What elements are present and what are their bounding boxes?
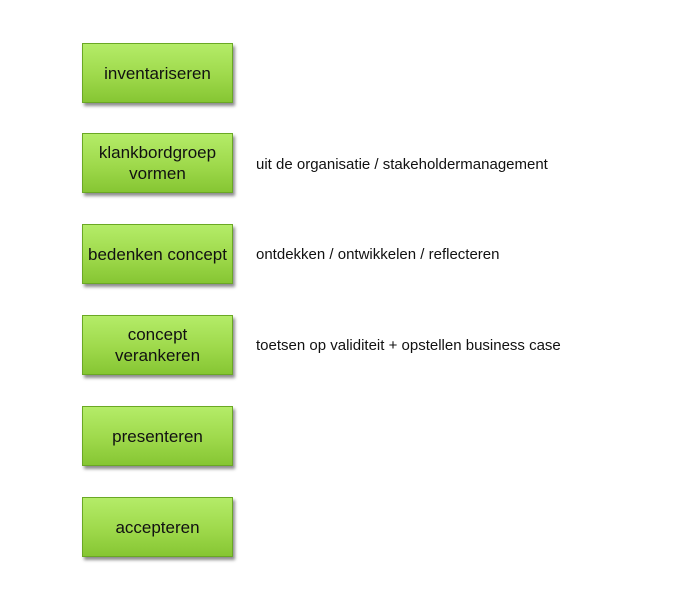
step-label: inventariseren [104,63,211,83]
step-box-klankbordgroep-vormen: klankbordgroep vormen [82,133,233,193]
step-box-bedenken-concept: bedenken concept [82,224,233,284]
step-label: accepteren [115,517,200,537]
step-note: toetsen op validiteit + opstellen busine… [256,337,561,354]
step-box-concept-verankeren: concept verankeren [82,315,233,375]
step-label: presenteren [112,426,203,446]
step-label: concept verankeren [114,325,201,365]
step-label: bedenken concept [88,244,227,264]
step-box-inventariseren: inventariseren [82,43,233,103]
step-label: klankbordgroep vormen [98,143,217,183]
step-box-presenteren: presenteren [82,406,233,466]
step-box-accepteren: accepteren [82,497,233,557]
step-note: ontdekken / ontwikkelen / reflecteren [256,246,500,263]
step-note: uit de organisatie / stakeholdermanageme… [256,156,548,173]
